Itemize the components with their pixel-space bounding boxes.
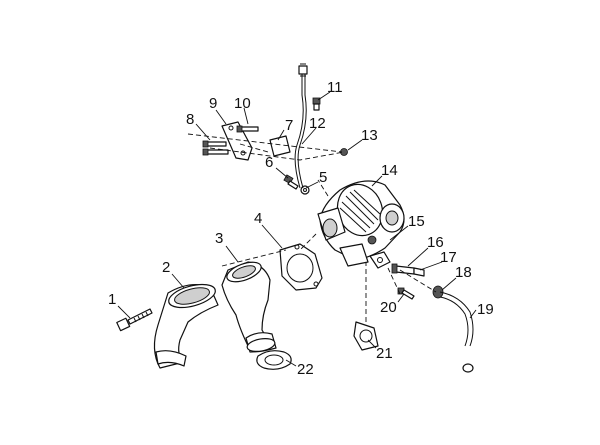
part-oil-pipe-12 xyxy=(294,63,308,189)
callout-labels: 1 2 3 4 5 6 7 8 9 10 11 12 13 14 15 16 1… xyxy=(108,79,494,378)
callout-19: 19 xyxy=(477,301,494,318)
callout-18: 18 xyxy=(455,264,472,281)
callout-8: 8 xyxy=(186,111,194,128)
part-bracket-9 xyxy=(221,121,253,161)
part-outlet-pipe-3 xyxy=(221,261,277,353)
part-gasket-4 xyxy=(279,243,323,291)
part-bolt-6 xyxy=(283,174,299,190)
callout-5: 5 xyxy=(319,169,327,186)
callout-2: 2 xyxy=(162,259,170,276)
part-bolt-10 xyxy=(236,125,259,133)
callout-14: 14 xyxy=(381,162,398,179)
part-turbocharger-14 xyxy=(317,180,405,267)
callout-20: 20 xyxy=(380,299,397,316)
part-pipe-end-18 xyxy=(432,285,444,299)
part-flange-gasket-21 xyxy=(353,321,379,351)
part-flange-gasket-22 xyxy=(256,350,292,370)
part-bolt-1 xyxy=(116,308,153,332)
callout-7: 7 xyxy=(285,117,293,134)
part-elbow-hose-2 xyxy=(153,283,219,369)
assembly-lines xyxy=(187,133,437,322)
callout-13: 13 xyxy=(361,127,378,144)
callout-12: 12 xyxy=(309,115,326,132)
part-banjo-bolt-11 xyxy=(312,97,321,111)
callout-21: 21 xyxy=(376,345,393,362)
callout-16: 16 xyxy=(427,234,444,251)
part-gasket-15 xyxy=(369,251,391,269)
callout-4: 4 xyxy=(254,210,262,227)
part-bolts-8 xyxy=(202,140,229,156)
callout-9: 9 xyxy=(209,95,217,112)
part-bracket-7 xyxy=(269,135,291,157)
part-union-16 xyxy=(391,263,415,275)
callout-15: 15 xyxy=(408,213,425,230)
callout-11: 11 xyxy=(327,79,343,96)
callout-17: 17 xyxy=(440,249,457,266)
part-return-pipe-19 xyxy=(439,291,474,373)
callout-10: 10 xyxy=(234,95,251,112)
callout-1: 1 xyxy=(108,291,116,308)
callout-6: 6 xyxy=(265,154,273,171)
callout-3: 3 xyxy=(215,230,223,247)
part-bolt-20 xyxy=(397,287,415,300)
leader-lines xyxy=(117,91,477,367)
callout-22: 22 xyxy=(297,361,314,378)
